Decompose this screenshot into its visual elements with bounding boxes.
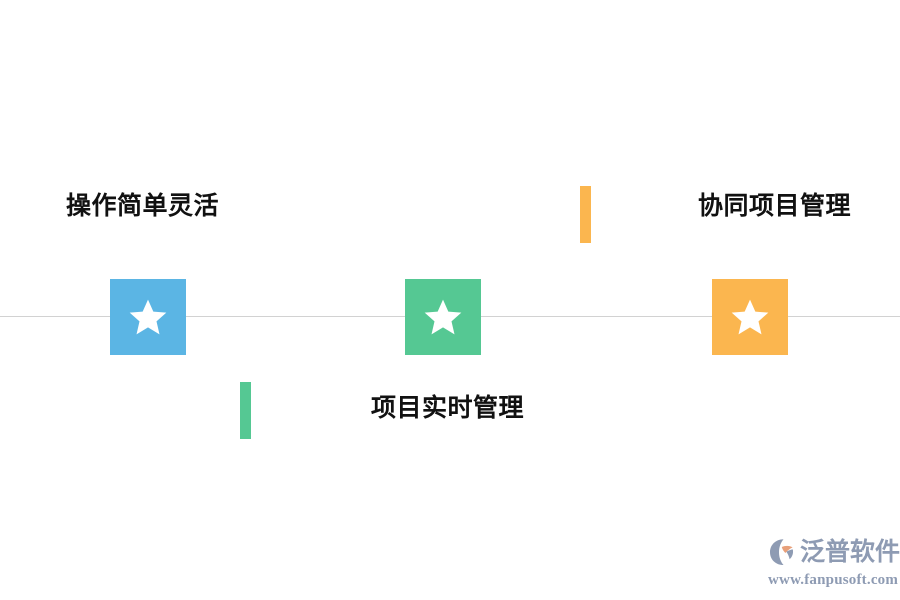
star-icon [128, 297, 168, 337]
watermark-brand-row: 泛普软件 [768, 534, 900, 570]
watermark-url: www.fanpusoft.com [768, 572, 899, 588]
star-icon [730, 297, 770, 337]
milestone-marker-2[interactable] [405, 279, 481, 355]
accent-tick-orange [580, 186, 591, 243]
watermark-logo: 泛普软件 www.fanpusoft.com [768, 534, 900, 592]
star-icon [423, 297, 463, 337]
milestone-label-3: 协同项目管理 [698, 192, 852, 220]
milestone-label-1: 操作简单灵活 [66, 192, 220, 220]
fanpu-logo-icon [768, 537, 798, 567]
milestone-marker-1[interactable] [110, 279, 186, 355]
milestone-marker-3[interactable] [712, 279, 788, 355]
watermark-brand-name: 泛普软件 [800, 537, 900, 566]
milestone-label-2: 项目实时管理 [371, 394, 525, 422]
accent-tick-green [240, 382, 251, 439]
